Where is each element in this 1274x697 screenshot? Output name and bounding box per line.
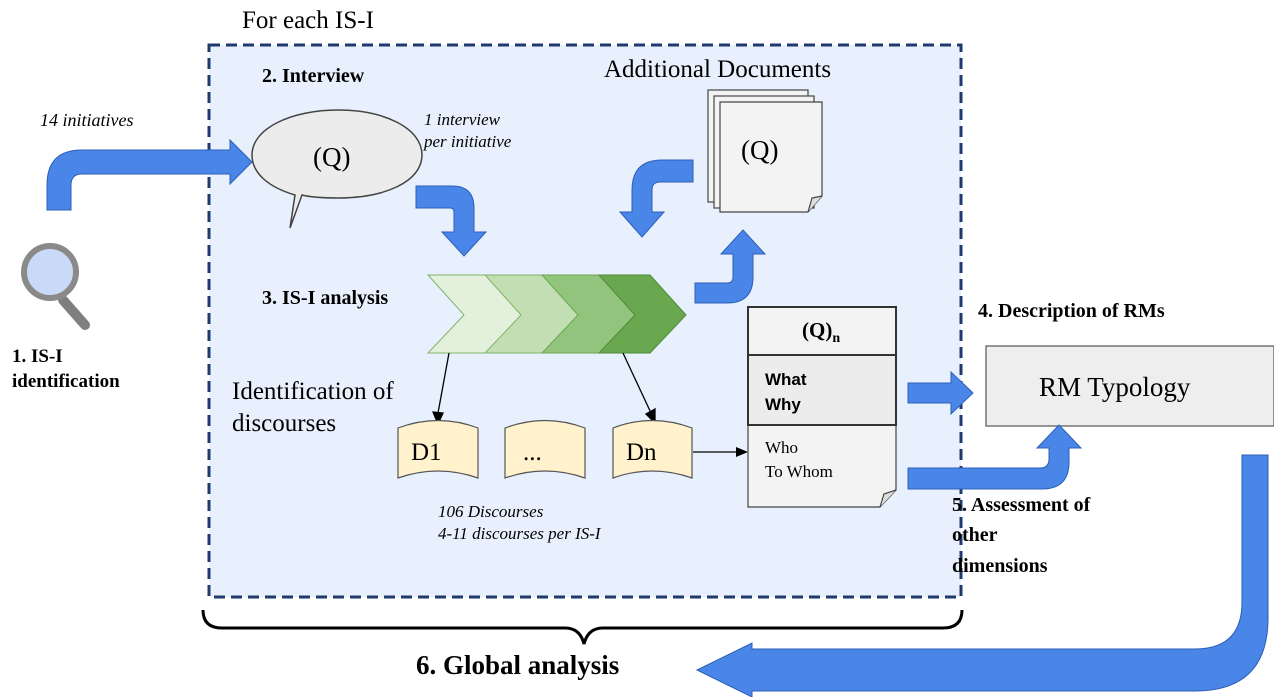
rm-typology-box [985,345,1274,427]
discourse-pointers [431,352,656,426]
additional-doc-label: (Q) [741,135,779,165]
scroll-ellipsis [504,419,586,479]
initiatives-note: 14 initiatives [40,110,134,130]
step6-title: 6. Global analysis [416,650,620,680]
speech-bubble [251,109,423,229]
arrow-to-rm-typology [907,370,974,416]
identification-line2: discourses [232,410,337,437]
qn-to-whom: To Whom [765,462,833,481]
arrow-to-documents [694,229,767,304]
scroll-dn [612,419,693,479]
identification-line1: Identification of [232,378,394,405]
arrow-from-documents [618,159,694,238]
arrow-dn-to-doc [693,447,748,457]
qn-document [747,306,897,508]
discourse-d1: D1 [411,439,442,466]
step5-line3: dimensions [952,555,1048,577]
rm-typology-label: RM Typology [1039,372,1191,402]
interview-note-line2: per initiative [424,132,512,151]
discourses-note-line2: 4-11 discourses per IS-I [438,524,601,543]
qn-what: What [765,370,807,389]
arrow-global-analysis [695,454,1269,697]
qn-header-main: (Q) [802,318,833,342]
frame-label: For each IS-I [242,7,374,34]
additional-documents-title: Additional Documents [604,56,832,83]
scroll-d1 [397,419,479,479]
magnifier-icon [21,243,90,330]
analysis-chevrons [426,274,687,354]
bubble-label: (Q) [313,142,351,172]
step5-line2: other [952,524,998,546]
interview-note-line1: 1 interview [424,110,501,129]
step5-line1: 5. Assessment of [952,494,1091,516]
qn-who: Who [765,438,799,457]
step1-label-line2: identification [12,371,120,392]
additional-documents-stack [707,89,823,213]
chevron-4 [597,274,687,354]
discourse-ellipsis: ... [523,439,542,466]
arrow-to-interview [46,138,253,211]
discourses-note-line1: 106 Discourses [438,502,544,521]
global-brace [201,609,964,645]
qn-why: Why [765,395,801,414]
qn-header: (Q)n [802,318,840,347]
discourse-dn: Dn [626,439,657,466]
step1-label-line1: 1. IS-I [12,346,63,367]
arrow-assessment [907,424,1083,490]
step3-title: 3. IS-I analysis [262,287,389,309]
discourse-scrolls [397,419,693,479]
step2-title: 2. Interview [262,65,365,87]
arrow-to-analysis [415,185,488,257]
qn-header-subscript: n [832,331,841,347]
step4-title: 4. Description of RMs [978,300,1165,322]
